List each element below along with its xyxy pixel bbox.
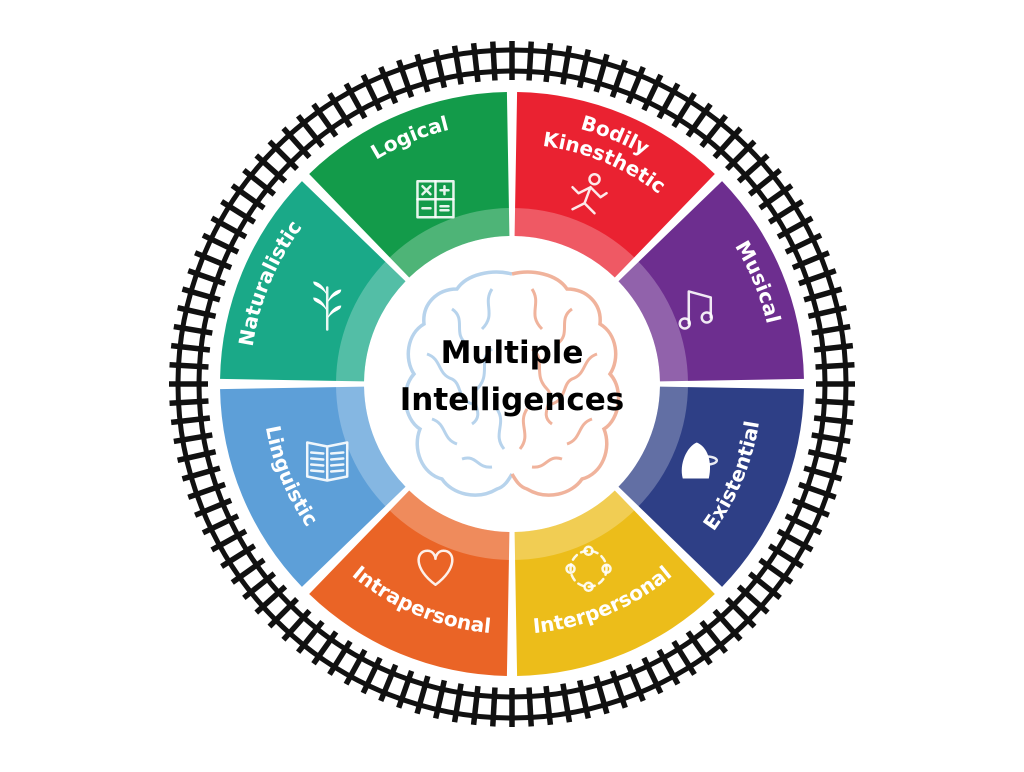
title-line-1: Multiple — [441, 335, 584, 371]
track-tie — [725, 597, 757, 629]
center-disc — [372, 244, 652, 524]
track-tie — [712, 126, 743, 160]
track-tie — [609, 59, 628, 98]
track-tie — [526, 41, 534, 81]
track-tie — [194, 497, 233, 518]
math-symbols-icon — [416, 179, 455, 219]
segment-intrapersonal — [309, 490, 510, 676]
track-tie — [490, 687, 498, 727]
track-tie — [791, 250, 830, 271]
segment-icons — [305, 172, 719, 593]
track-tie — [813, 342, 854, 353]
track-tie — [543, 685, 554, 726]
track-tie — [378, 663, 399, 702]
track-tie — [736, 153, 770, 184]
segment-bodily — [514, 92, 715, 278]
segment-naturalistic — [220, 181, 406, 382]
track-tie — [210, 528, 248, 553]
center-circle — [372, 244, 652, 524]
segment-musical — [618, 181, 804, 382]
brain-left-hemisphere — [403, 270, 514, 497]
track-tie — [267, 597, 299, 629]
diagram-title: Multiple Intelligences — [400, 335, 624, 418]
track-tie — [254, 584, 288, 615]
segment-existential — [618, 386, 804, 587]
track-tie — [343, 82, 368, 120]
track-tie — [725, 139, 757, 171]
segment-logical — [309, 92, 510, 278]
track-tie — [736, 584, 770, 615]
open-book-icon — [305, 441, 349, 482]
track-tie — [712, 608, 743, 642]
track-tie — [170, 415, 211, 426]
track-tie — [526, 687, 534, 727]
track-tie — [254, 153, 288, 184]
track-rail-inner — [196, 68, 828, 700]
track-tie — [470, 685, 481, 726]
track-tie — [170, 342, 211, 353]
people-circle-icon — [565, 545, 612, 593]
track-tie — [656, 82, 681, 120]
track-tie — [656, 648, 681, 686]
track-tie — [281, 126, 312, 160]
inner-ring — [336, 208, 688, 560]
leaf-branch-icon — [313, 281, 342, 331]
track-tie — [815, 362, 855, 370]
segments-ring — [220, 92, 804, 676]
inner-glow-ring — [336, 208, 688, 560]
track-tie — [470, 42, 481, 83]
track-tie — [169, 398, 209, 406]
segment-linguistic — [220, 386, 406, 587]
music-note-icon — [678, 290, 714, 330]
track-tie — [815, 398, 855, 406]
track-tie — [776, 528, 814, 553]
segment-interpersonal — [514, 490, 715, 676]
track-tie — [813, 415, 854, 426]
track-tie — [490, 41, 498, 81]
track-tie — [625, 663, 646, 702]
track-tie — [625, 66, 646, 105]
track-tie — [791, 497, 830, 518]
thinker-atom-icon — [681, 442, 719, 479]
track-rail-outer — [175, 47, 849, 721]
track-tie — [543, 42, 554, 83]
running-person-icon — [571, 172, 608, 215]
title-line-2: Intelligences — [400, 382, 624, 418]
track-tie — [281, 608, 312, 642]
railroad-track-ring — [169, 41, 855, 727]
track-tie — [169, 362, 209, 370]
brain-icon — [403, 270, 621, 497]
track-tie — [267, 139, 299, 171]
heart-icon — [417, 549, 454, 587]
track-tie — [343, 648, 368, 686]
brain-right-hemisphere — [510, 270, 621, 497]
